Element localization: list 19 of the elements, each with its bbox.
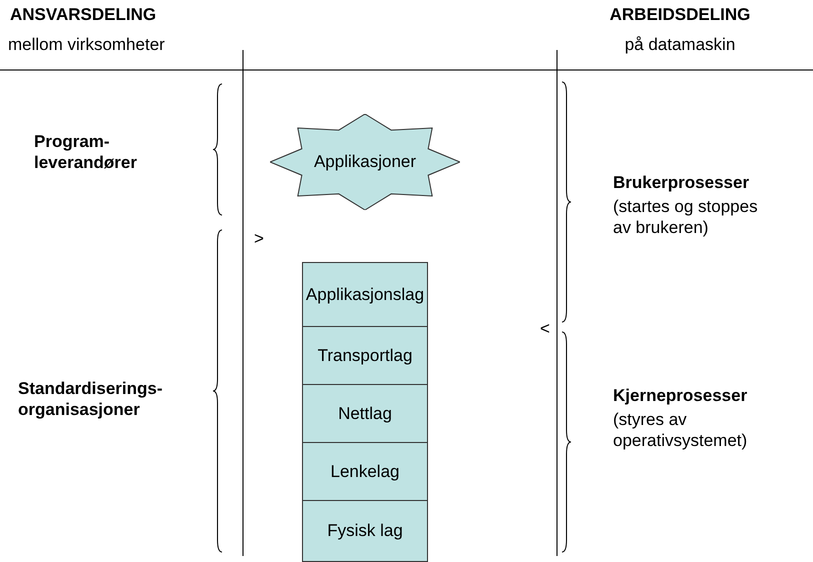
- group-label: Kjerneprosesser: [613, 385, 748, 406]
- group-label: Program- leverandører: [34, 131, 138, 173]
- column-heading: ARBEIDSDELING: [608, 4, 752, 25]
- group-label: Standardiserings- organisasjoner: [18, 378, 164, 420]
- layer-box: Fysisk lag: [302, 500, 428, 562]
- shape-label: Applikasjoner: [314, 152, 416, 172]
- layer-box: Lenkelag: [302, 442, 428, 501]
- column-subheading: på datamaskin: [624, 34, 736, 55]
- description-text: (startes og stoppes av brukeren): [613, 196, 759, 238]
- angle-mark: <: [540, 318, 551, 339]
- group-label: Brukerprosesser: [613, 172, 750, 193]
- description-text: (styres av operativsystemet): [613, 409, 748, 451]
- angle-mark: >: [254, 228, 265, 249]
- star-shape: [270, 114, 460, 210]
- column-heading: ANSVARSDELING: [10, 4, 158, 25]
- layer-box: Transportlag: [302, 326, 428, 385]
- column-subheading: mellom virksomheter: [8, 34, 166, 55]
- layer-box: Nettlag: [302, 384, 428, 443]
- layer-box: Applikasjonslag: [302, 262, 428, 327]
